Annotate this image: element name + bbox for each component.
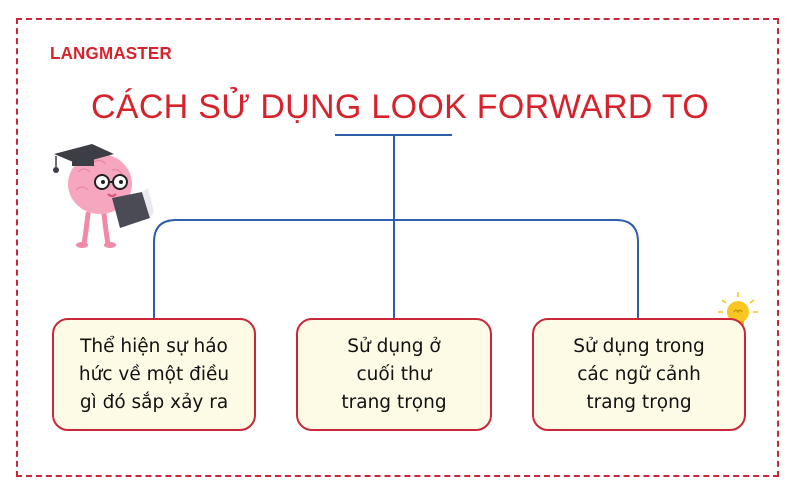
node-text-line: gì đó sắp xảy ra <box>79 391 229 413</box>
node-text-line: hức về một điều <box>78 363 230 385</box>
node-text-line: cuối thư <box>356 363 432 385</box>
node-text-line: Sử dụng trong <box>573 335 705 357</box>
node-text-line: trang trọng <box>341 391 447 413</box>
usage-node-excitement: Thể hiện sự háo hức về một điều gì đó sắ… <box>52 318 256 431</box>
page-title: CÁCH SỬ DỤNG LOOK FORWARD TO <box>90 88 710 126</box>
usage-node-formal-letter: Sử dụng ở cuối thư trang trọng <box>296 318 492 431</box>
node-text-line: Thể hiện sự háo <box>80 335 228 357</box>
usage-node-formal-context: Sử dụng trong các ngữ cảnh trang trọng <box>532 318 746 431</box>
brand-logo: LANGMASTER <box>50 43 172 64</box>
node-text-line: Sử dụng ở <box>347 335 441 357</box>
brain-mascot-icon <box>53 144 154 248</box>
node-text-line: trang trọng <box>586 391 692 413</box>
node-text-line: các ngữ cảnh <box>577 363 701 385</box>
dashed-frame <box>16 18 779 477</box>
